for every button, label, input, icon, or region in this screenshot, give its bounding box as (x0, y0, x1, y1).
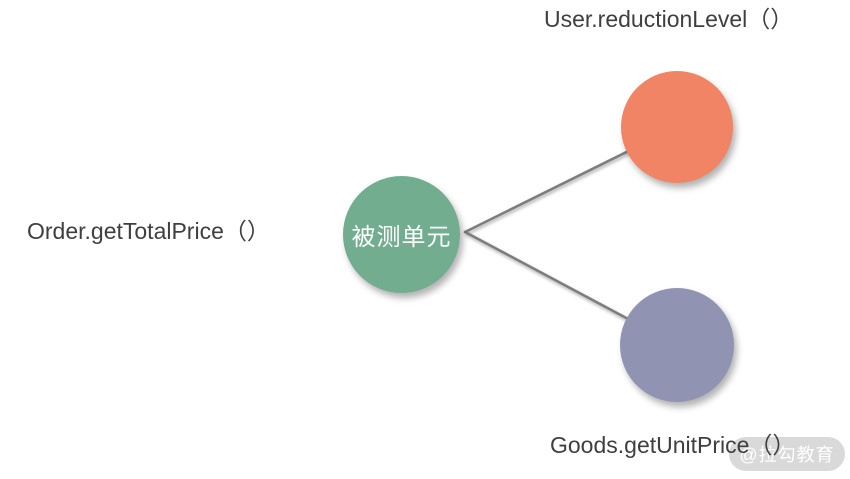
node-unit-under-test: 被测单元 (343, 176, 460, 293)
label-order-gettotalprice: Order.getTotalPrice（） (27, 218, 270, 244)
label-user-reductionlevel: User.reductionLevel（） (544, 6, 794, 32)
label-goods-getunitprice: Goods.getUnitPrice（） (550, 432, 796, 458)
node-unit-under-test-label: 被测单元 (351, 224, 452, 251)
node-user-reductionlevel (621, 71, 733, 183)
node-goods-getunitprice (620, 288, 734, 402)
watermark-badge: @拉勾教育 (729, 437, 845, 471)
